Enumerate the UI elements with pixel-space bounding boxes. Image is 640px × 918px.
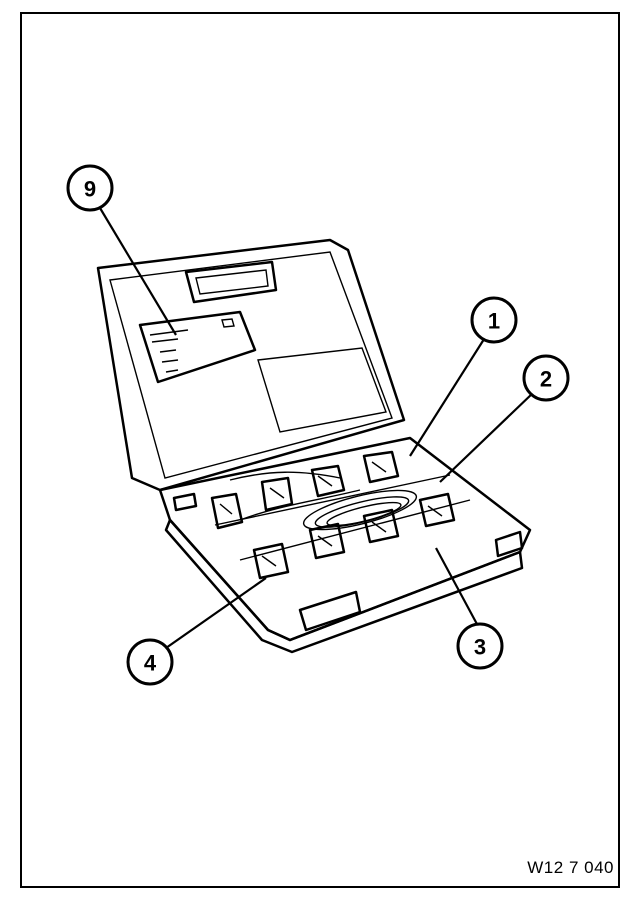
coiled-cable xyxy=(229,471,418,531)
callout-9: 9 xyxy=(66,164,114,212)
svg-text:3: 3 xyxy=(474,635,486,660)
svg-text:1: 1 xyxy=(488,309,500,334)
callout-2: 2 xyxy=(522,354,570,402)
tool-inserts-back-row xyxy=(210,450,400,530)
svg-text:4: 4 xyxy=(144,651,157,676)
leader-1 xyxy=(409,335,487,457)
case-lid xyxy=(96,238,406,492)
leader-4 xyxy=(165,577,267,649)
svg-text:2: 2 xyxy=(540,367,552,392)
case-base xyxy=(158,436,532,654)
leader-3 xyxy=(435,547,479,627)
figure-frame xyxy=(20,12,620,888)
tool-inserts-front-row xyxy=(252,492,456,580)
callout-4: 4 xyxy=(126,638,174,686)
callout-1: 1 xyxy=(470,296,518,344)
svg-text:9: 9 xyxy=(84,177,96,202)
leader-2 xyxy=(439,391,535,483)
callout-3: 3 xyxy=(456,622,504,670)
label-card xyxy=(138,310,257,384)
leader-9 xyxy=(99,207,177,336)
figure-reference-code: W12 7 040 xyxy=(527,858,614,877)
